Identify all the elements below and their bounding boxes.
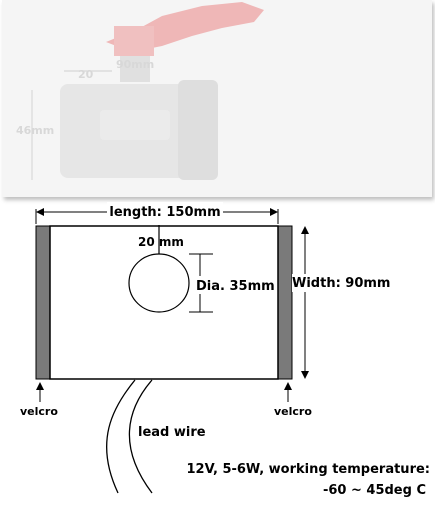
velcro-strip-left — [35, 225, 51, 380]
width-label-bg — [292, 274, 387, 292]
ball-valve-image: 90mm 20 46mm — [16, 2, 264, 180]
diameter-label: Dia. 35mm — [196, 279, 275, 294]
photo-width-label: 90mm — [116, 58, 154, 71]
lead-wire-strand-2 — [128, 379, 153, 494]
velcro-strip-right — [277, 225, 293, 380]
velcro-label-right: velcro — [274, 405, 312, 418]
pipe-hole — [128, 253, 190, 313]
product-photo: 90mm 20 46mm — [2, 0, 432, 197]
lead-wire-strand-1 — [105, 379, 136, 494]
length-label-bg — [107, 202, 223, 220]
valve-stem — [120, 56, 150, 82]
photo-height-label: 46mm — [16, 124, 54, 137]
valve-badge — [100, 110, 170, 140]
hole-offset-label: 20 mm — [138, 235, 184, 249]
valve-port — [178, 80, 218, 180]
photo-offset-label: 20 — [78, 68, 94, 81]
spec-line-1: 12V, 5-6W, working temperature: — [187, 462, 431, 477]
velcro-label-left: velcro — [20, 405, 58, 418]
lead-wire-label: lead wire — [138, 425, 206, 440]
width-label: Width: 90mm — [292, 276, 390, 291]
spec-line-2: -60 ~ 45deg C — [323, 483, 426, 498]
diameter-label-bg — [194, 276, 274, 294]
length-label: length: 150mm — [109, 205, 220, 220]
heater-spec-diagram: length: 150mm 20 mm Dia. 35mm Width: 90m… — [20, 202, 431, 498]
valve-handle-hub — [114, 26, 154, 56]
